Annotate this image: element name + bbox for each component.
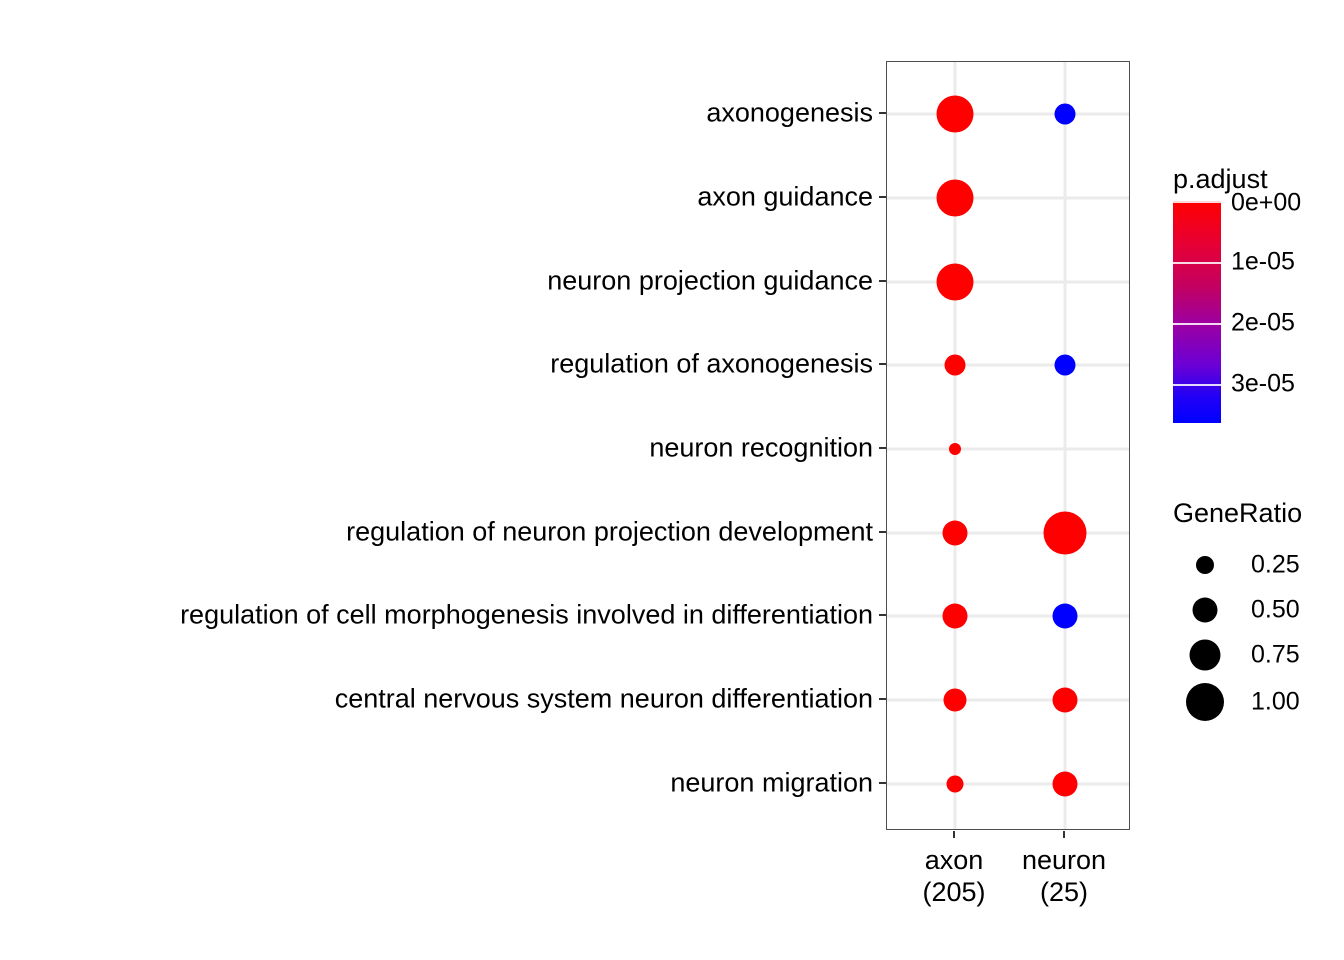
colorbar-label-0: 0e+00 <box>1231 188 1302 217</box>
legend-dot-025 <box>1196 556 1214 574</box>
colorbar-gradient[interactable] <box>1173 201 1221 423</box>
gridline-horizontal <box>887 614 1129 618</box>
dot-neuron-neuron-migration[interactable] <box>1052 771 1078 797</box>
x-axis-tick <box>1063 831 1065 838</box>
legend-gene-ratio-title: GeneRatio <box>1173 498 1303 528</box>
y-axis-tick <box>879 614 886 616</box>
dot-axon-neuron-projection-guidance[interactable] <box>936 263 974 301</box>
y-axis-tick <box>879 531 886 533</box>
legend-label-100: 1.00 <box>1251 687 1300 716</box>
colorbar-tick <box>1173 262 1221 264</box>
dot-neuron-regulation-of-neuron-projection-development[interactable] <box>1043 511 1087 555</box>
y-axis-label-regulation-of-cell-morphogenesis: regulation of cell morphogenesis involve… <box>180 599 873 630</box>
legend-dot-100 <box>1186 683 1224 721</box>
dot-axon-regulation-of-axonogenesis[interactable] <box>944 354 966 376</box>
gridline-horizontal <box>887 363 1129 367</box>
y-axis-label-group: axonogenesis axon guidance neuron projec… <box>180 97 873 798</box>
colorbar-tick <box>1173 323 1221 325</box>
colorbar-tick <box>1173 201 1221 203</box>
legend-dot-075 <box>1189 639 1221 671</box>
y-axis-tick <box>879 698 886 700</box>
y-axis-tick <box>879 112 886 114</box>
dot-neuron-regulation-of-axonogenesis[interactable] <box>1054 354 1076 376</box>
gridline-horizontal <box>887 782 1129 786</box>
x-axis-label-neuron-name: neuron <box>1021 845 1107 875</box>
dot-axon-axon-guidance[interactable] <box>936 179 974 217</box>
dot-neuron-regulation-of-cell-morphogenesis[interactable] <box>1052 603 1078 629</box>
gridline-horizontal <box>887 447 1129 451</box>
y-axis-label-cns-neuron-differentiation: central nervous system neuron differenti… <box>334 683 873 714</box>
x-axis-label-neuron: neuron (25) <box>1022 845 1106 909</box>
y-axis-label-axon-guidance: axon guidance <box>697 181 873 212</box>
plot-panel[interactable] <box>886 61 1130 830</box>
y-axis-tick <box>879 280 886 282</box>
gridline-vertical-neuron <box>1063 62 1067 829</box>
y-axis-label-neuron-recognition: neuron recognition <box>649 432 873 463</box>
gridline-horizontal <box>887 196 1129 200</box>
y-axis-label-neuron-migration: neuron migration <box>670 767 873 798</box>
legend-label-075: 0.75 <box>1251 640 1300 669</box>
dot-axon-cns-neuron-differentiation[interactable] <box>943 688 967 712</box>
dot-axon-axonogenesis[interactable] <box>936 95 974 133</box>
dot-axon-regulation-of-neuron-projection-development[interactable] <box>942 520 968 546</box>
legend-gene-ratio-keys: 0.25 0.50 0.75 1.00 <box>1173 545 1343 721</box>
colorbar-tick <box>1173 384 1221 386</box>
dot-axon-neuron-recognition[interactable] <box>949 443 961 455</box>
colorbar-label-1: 1e-05 <box>1231 247 1295 276</box>
legend-label-025: 0.25 <box>1251 550 1300 579</box>
y-axis-label-neuron-projection-guidance: neuron projection guidance <box>547 265 873 296</box>
colorbar-label-3: 3e-05 <box>1231 369 1295 398</box>
legend-label-050: 0.50 <box>1251 595 1300 624</box>
y-axis-label-axonogenesis: axonogenesis <box>706 97 873 128</box>
gridline-horizontal <box>887 698 1129 702</box>
x-axis-label-axon-count: (205) <box>922 876 986 907</box>
x-axis-tick <box>953 831 955 838</box>
dot-axon-neuron-migration[interactable] <box>946 775 964 793</box>
y-axis-tick <box>879 363 886 365</box>
colorbar-wrap: 0e+00 1e-05 2e-05 3e-05 <box>1173 190 1301 423</box>
y-axis-label-regulation-of-neuron-projection-development: regulation of neuron projection developm… <box>346 516 873 547</box>
x-axis-label-neuron-count: (25) <box>1039 876 1089 907</box>
dot-neuron-axonogenesis[interactable] <box>1054 103 1076 125</box>
x-axis-label-axon-name: axon <box>924 845 984 875</box>
legend-gene-ratio: GeneRatio 0.25 0.50 0.75 1.00 <box>1173 498 1343 721</box>
colorbar-label-2: 2e-05 <box>1231 308 1295 337</box>
gridline-horizontal <box>887 531 1129 535</box>
x-axis-label-axon: axon (205) <box>922 845 985 909</box>
gridline-horizontal <box>887 112 1129 116</box>
legend-p-adjust: p.adjust 0e+00 1e-05 2e-05 3e-05 <box>1173 166 1343 423</box>
y-axis-tick <box>879 447 886 449</box>
gridline-horizontal <box>887 280 1129 284</box>
dot-axon-regulation-of-cell-morphogenesis[interactable] <box>942 603 968 629</box>
legend-dot-050 <box>1192 597 1218 623</box>
y-axis-tick <box>879 782 886 784</box>
y-axis-tick <box>879 196 886 198</box>
legend-p-adjust-title: p.adjust <box>1173 164 1268 194</box>
dot-neuron-cns-neuron-differentiation[interactable] <box>1052 687 1078 713</box>
y-axis-label-regulation-of-axonogenesis: regulation of axonogenesis <box>550 348 873 379</box>
